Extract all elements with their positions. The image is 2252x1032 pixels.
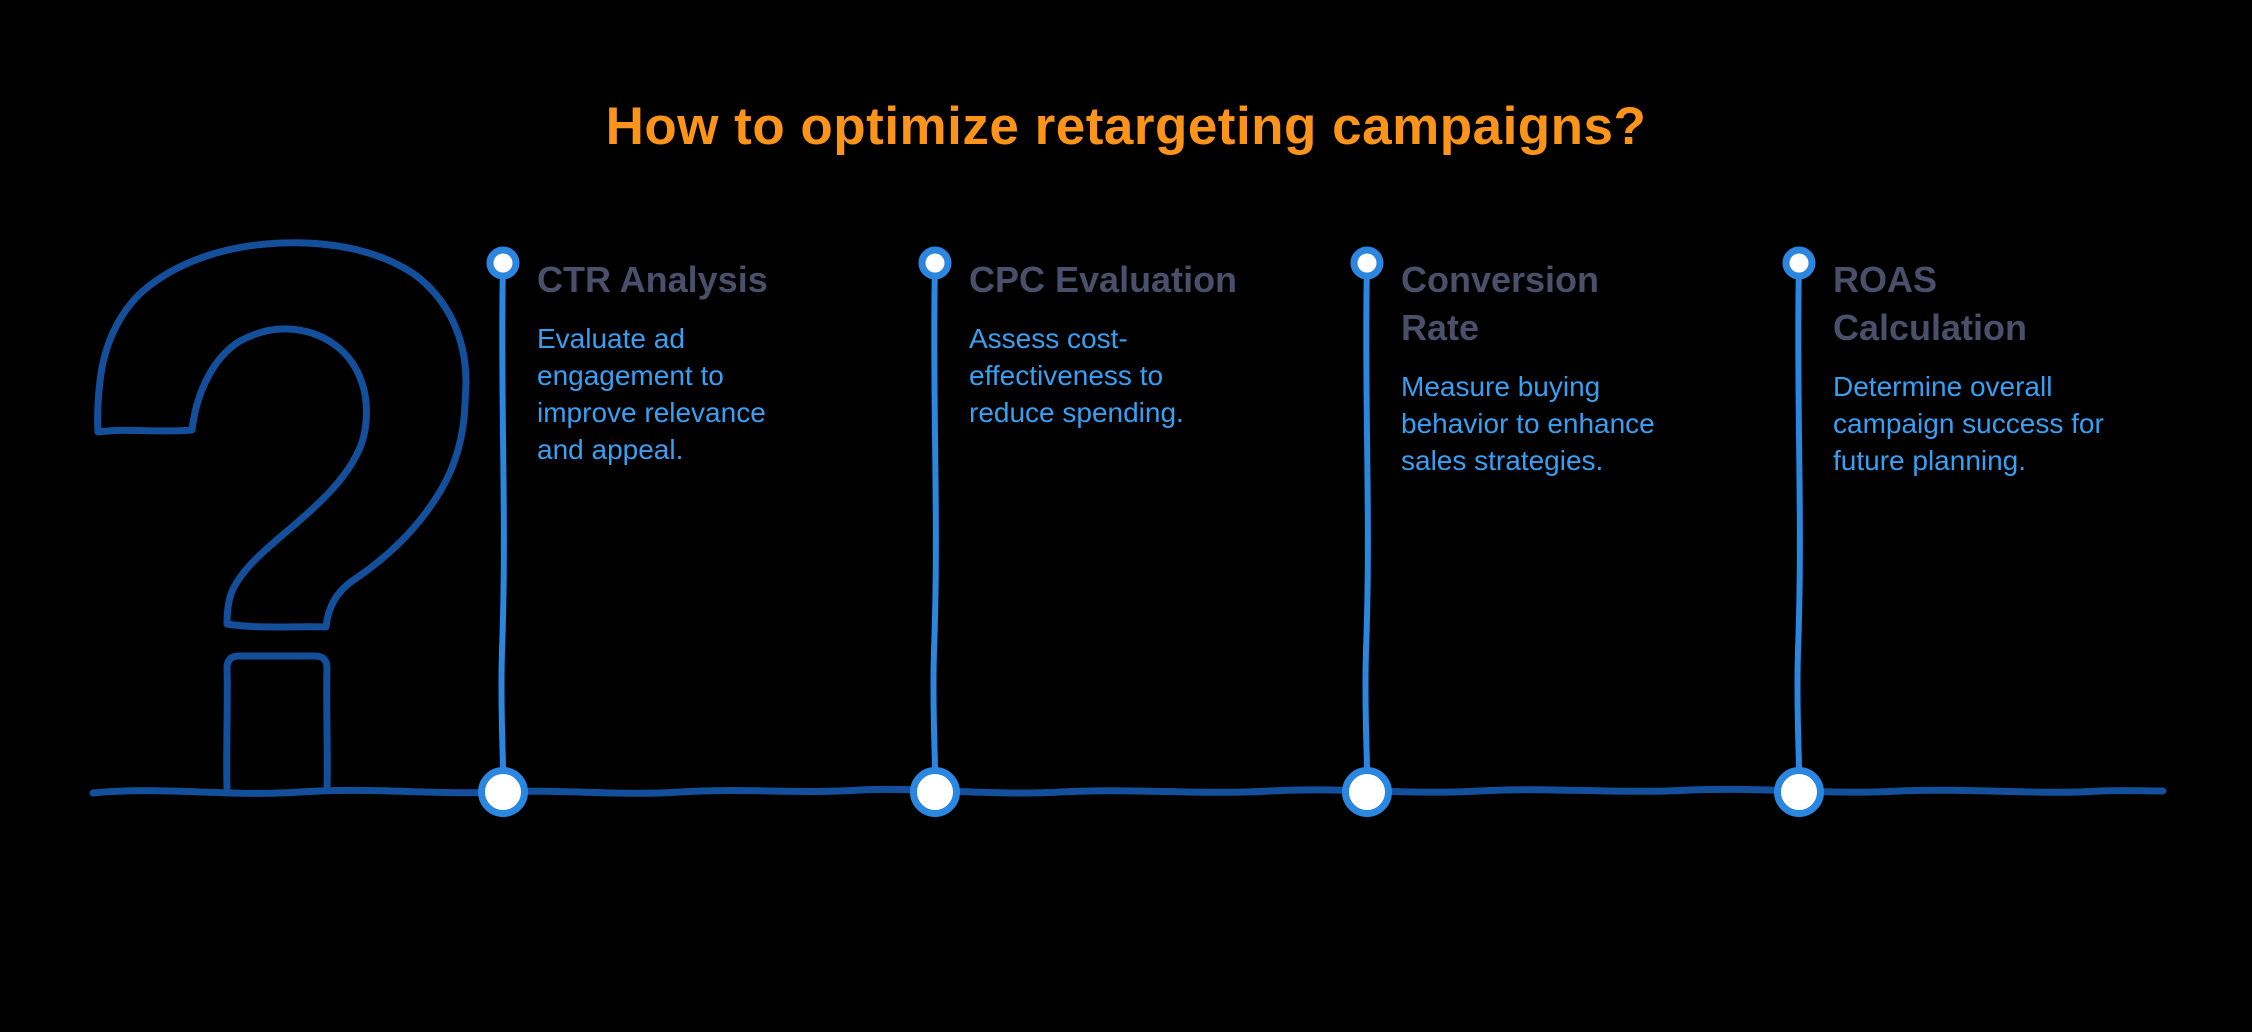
milestone-heading: CPC Evaluation — [969, 259, 1238, 300]
timeline-node-icon — [1774, 767, 1824, 817]
milestone-description: Evaluate ad engagement to improve releva… — [537, 323, 766, 465]
milestone-heading: CTR Analysis — [537, 259, 768, 300]
connector-line — [498, 262, 507, 791]
timeline-node-icon — [478, 767, 528, 817]
milestone-description: Measure buying behavior to enhance sales… — [1401, 371, 1655, 476]
timeline-node-icon — [1342, 767, 1392, 817]
timeline-node-icon — [910, 767, 960, 817]
connector-line — [1794, 262, 1803, 791]
connector-line — [930, 262, 939, 791]
milestone-description: Assess cost- effectiveness to reduce spe… — [969, 323, 1184, 428]
milestone-marker-icon — [918, 246, 952, 280]
milestone-item: CPC Evaluation Assess cost- effectivenes… — [969, 256, 1309, 431]
milestone-item: CTR Analysis Evaluate ad engagement to i… — [537, 256, 877, 468]
page-title: How to optimize retargeting campaigns? — [605, 97, 1647, 156]
milestone-marker-icon — [1782, 246, 1816, 280]
question-mark-body — [94, 239, 470, 631]
question-mark-dot — [223, 652, 331, 793]
milestone-marker-icon — [1350, 246, 1384, 280]
question-mark-icon — [94, 239, 470, 793]
milestone-description: Determine overall campaign success for f… — [1833, 371, 2104, 476]
milestone-heading: ROAS Calculation — [1833, 259, 2028, 348]
timeline-line — [89, 785, 2167, 797]
milestone-heading: Conversion Rate — [1401, 259, 1600, 348]
milestone-marker-icon — [486, 246, 520, 280]
milestone-item: ROAS Calculation Determine overall campa… — [1833, 256, 2173, 479]
connector-line — [1362, 262, 1371, 791]
milestone-item: Conversion Rate Measure buying behavior … — [1401, 256, 1741, 479]
